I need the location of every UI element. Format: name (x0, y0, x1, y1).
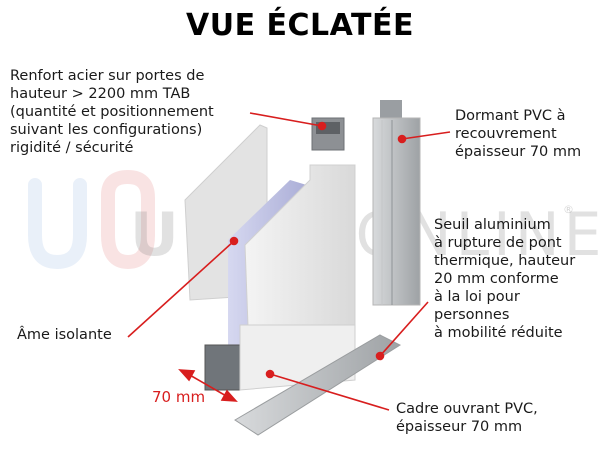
page-title: VUE ÉCLATÉE (186, 8, 414, 43)
label-dormant-pvc: Dormant PVC à recouvrement épaisseur 70 … (455, 108, 582, 160)
aluminium-threshold (234, 334, 402, 436)
dormant-steel (380, 100, 402, 122)
label-cadre-ouvrant: Cadre ouvrant PVC, épaisseur 70 mm (396, 401, 538, 435)
steel-tube-bottom (204, 344, 241, 391)
insulation-core (228, 180, 310, 345)
label-renfort-acier: Renfort acier sur portes de hauteur > 22… (10, 68, 214, 156)
dormant-profile (372, 117, 421, 306)
registered-mark: ® (563, 203, 574, 216)
label-ame-isolante: Âme isolante (17, 327, 112, 343)
label-seuil-aluminium: Seuil aluminium à rupture de pont thermi… (434, 217, 576, 341)
dimension-70mm: 70 mm (152, 388, 206, 406)
